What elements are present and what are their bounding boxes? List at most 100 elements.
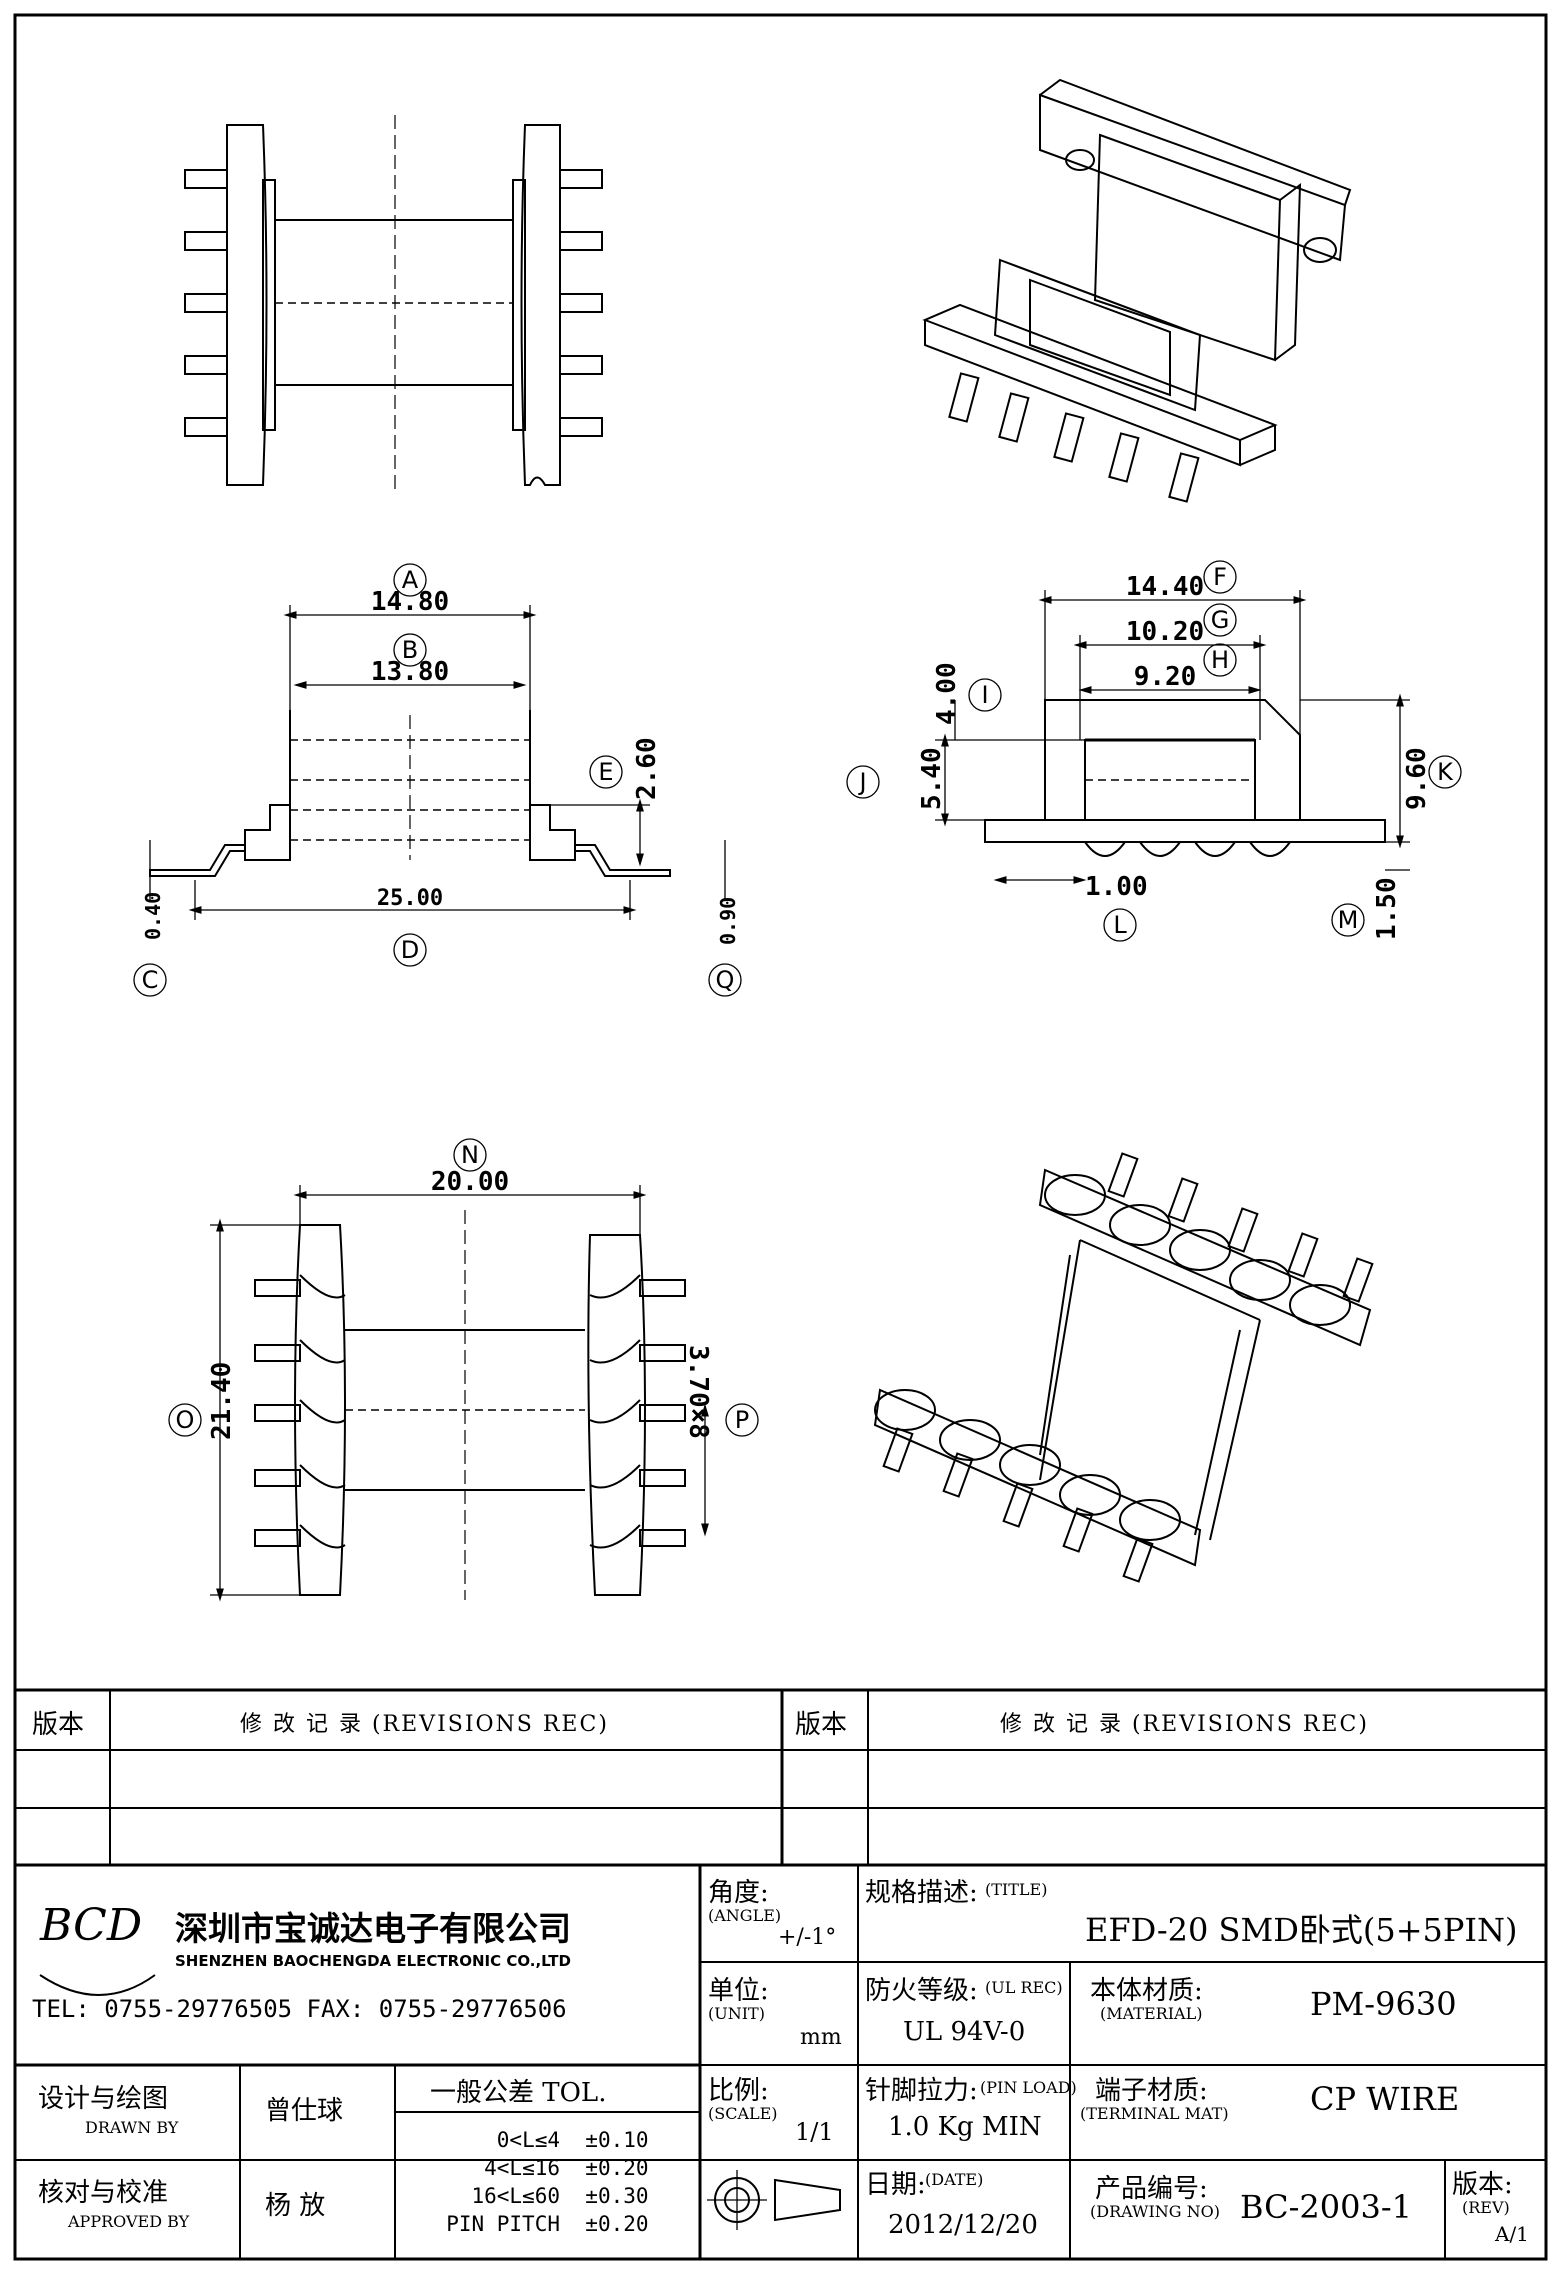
- drawing-no-label-en: (DRAWING NO): [1090, 2202, 1221, 2221]
- callout-p: P: [725, 1403, 759, 1437]
- company-name-cn: 深圳市宝诚达电子有限公司: [175, 1909, 571, 1948]
- angle-value: +/-1°: [778, 1925, 837, 1950]
- isometric-view-bottom: [873, 1152, 1374, 1583]
- dim-o-value: 21.40: [207, 1362, 237, 1440]
- approved-by-value: 杨 放: [265, 2191, 326, 2221]
- rev-value: A/1: [1495, 2222, 1529, 2246]
- callout-a: A: [393, 563, 427, 597]
- drawn-by-value: 曾仕球: [265, 2096, 344, 2126]
- svg-text:Q: Q: [716, 966, 735, 994]
- angle-label-en: (ANGLE): [708, 1906, 782, 1925]
- approved-label: 核对与校准: [38, 2178, 169, 2208]
- angle-label: 角度:: [708, 1878, 769, 1908]
- plan-view-top: [184, 115, 603, 490]
- svg-text:M: M: [1338, 906, 1359, 934]
- dim-p-value: 3.70×8: [683, 1345, 713, 1439]
- callout-n: N: [453, 1138, 487, 1172]
- company-contact: TEL: 0755-29776505 FAX: 0755-29776506: [32, 1995, 567, 2023]
- side-view: 14.40 10.20 9.20 5.40 4.00 9.60 1.50 1.0…: [917, 572, 1432, 940]
- drawing-no-value: BC-2003-1: [1240, 2188, 1413, 2226]
- scale-label: 比例:: [708, 2076, 769, 2106]
- sheet-border: [13, 13, 1548, 2261]
- dim-l-value: 1.00: [1085, 872, 1148, 902]
- svg-text:I: I: [981, 681, 988, 709]
- dim-f-value: 14.40: [1126, 572, 1204, 602]
- callout-h: H: [1203, 643, 1237, 677]
- tolerance-label: 一般公差 TOL.: [430, 2078, 607, 2108]
- scale-label-en: (SCALE): [708, 2104, 778, 2123]
- svg-text:L: L: [1113, 911, 1127, 939]
- callout-q: Q: [708, 963, 742, 997]
- dim-i-value: 4.00: [932, 662, 962, 725]
- callout-o: O: [168, 1403, 202, 1437]
- ul-label-en: (UL REC): [985, 1978, 1063, 1997]
- dim-h-value: 9.20: [1134, 662, 1197, 692]
- title-label: 规格描述:: [865, 1878, 978, 1908]
- dim-n-value: 20.00: [431, 1167, 509, 1197]
- dim-b-value: 13.80: [371, 657, 449, 687]
- callout-j: J: [846, 765, 880, 799]
- callout-c: C: [133, 963, 167, 997]
- tol-row: 0<L≤4 ±0.10: [496, 2128, 649, 2152]
- svg-text:A: A: [402, 566, 419, 594]
- date-value: 2012/12/20: [888, 2210, 1038, 2240]
- svg-text:E: E: [598, 758, 613, 786]
- unit-label: 单位:: [708, 1976, 769, 2006]
- revisions-record-header-right: 修 改 记 录 (REVISIONS REC): [1000, 1712, 1369, 1737]
- title-label-en: (TITLE): [985, 1880, 1048, 1899]
- title-block-grid: [15, 1688, 1546, 2259]
- ul-value: UL 94V-0: [903, 2017, 1026, 2047]
- pinload-label: 针脚拉力:: [865, 2076, 978, 2106]
- tol-row: 4<L≤16 ±0.20: [484, 2156, 649, 2180]
- callout-b: B: [393, 633, 427, 667]
- dim-d-value: 25.00: [377, 886, 443, 911]
- terminal-label: 端子材质:: [1095, 2076, 1208, 2106]
- company-logo: BCD: [40, 1900, 143, 1951]
- ul-label: 防火等级:: [865, 1976, 978, 2006]
- callout-m: M: [1331, 903, 1365, 937]
- callout-g: G: [1203, 603, 1237, 637]
- rev-header-left: 版本: [32, 1710, 85, 1740]
- callout-i: I: [968, 678, 1002, 712]
- scale-value: 1/1: [795, 2118, 834, 2146]
- terminal-value: CP WIRE: [1310, 2080, 1460, 2118]
- drawn-label: 设计与绘图: [38, 2084, 169, 2114]
- pinload-value: 1.0 Kg MIN: [888, 2112, 1042, 2142]
- tolerance-table: 0<L≤4 ±0.10 4<L≤16 ±0.20 16<L≤60 ±0.30 P…: [420, 2126, 649, 2238]
- material-value: PM-9630: [1310, 1985, 1457, 2023]
- svg-text:J: J: [857, 768, 866, 796]
- drawing-no-label: 产品编号:: [1095, 2174, 1208, 2204]
- callout-l: L: [1103, 908, 1137, 942]
- unit-label-en: (UNIT): [708, 2004, 765, 2023]
- unit-value: mm: [800, 2025, 842, 2050]
- dim-m-value: 1.50: [1372, 877, 1402, 940]
- drawn-label-en: DRAWN BY: [85, 2118, 179, 2137]
- approved-label-en: APPROVED BY: [68, 2212, 190, 2231]
- title-value: EFD-20 SMD卧式(5+5PIN): [1085, 1911, 1518, 1949]
- svg-text:G: G: [1211, 606, 1230, 634]
- terminal-label-en: (TERMINAL MAT): [1080, 2104, 1229, 2123]
- callout-f: F: [1203, 560, 1237, 594]
- dim-q-value: 0.90: [716, 897, 740, 945]
- tol-row: PIN PITCH ±0.20: [446, 2212, 649, 2236]
- logo-swoosh: [39, 1974, 156, 1996]
- revisions-record-header-left: 修 改 记 录 (REVISIONS REC): [240, 1712, 609, 1737]
- dim-g-value: 10.20: [1126, 617, 1204, 647]
- callout-e: E: [589, 755, 623, 789]
- dim-e-value: 2.60: [632, 737, 662, 800]
- callout-d: D: [393, 933, 427, 967]
- rev-header-right: 版本: [795, 1710, 848, 1740]
- svg-text:B: B: [402, 636, 418, 664]
- material-label: 本体材质:: [1090, 1976, 1203, 2006]
- rev-label-en: (REV): [1462, 2198, 1510, 2217]
- isometric-view-top: [922, 78, 1352, 503]
- svg-text:C: C: [142, 966, 159, 994]
- svg-text:K: K: [1437, 758, 1454, 786]
- callout-k: K: [1428, 755, 1462, 789]
- dim-a-value: 14.80: [371, 587, 449, 617]
- svg-text:O: O: [176, 1406, 195, 1434]
- pinload-label-en: (PIN LOAD): [980, 2078, 1077, 2097]
- svg-text:H: H: [1211, 646, 1229, 674]
- front-view: 14.80 13.80 25.00 2.60 0.40 0.90: [141, 587, 740, 945]
